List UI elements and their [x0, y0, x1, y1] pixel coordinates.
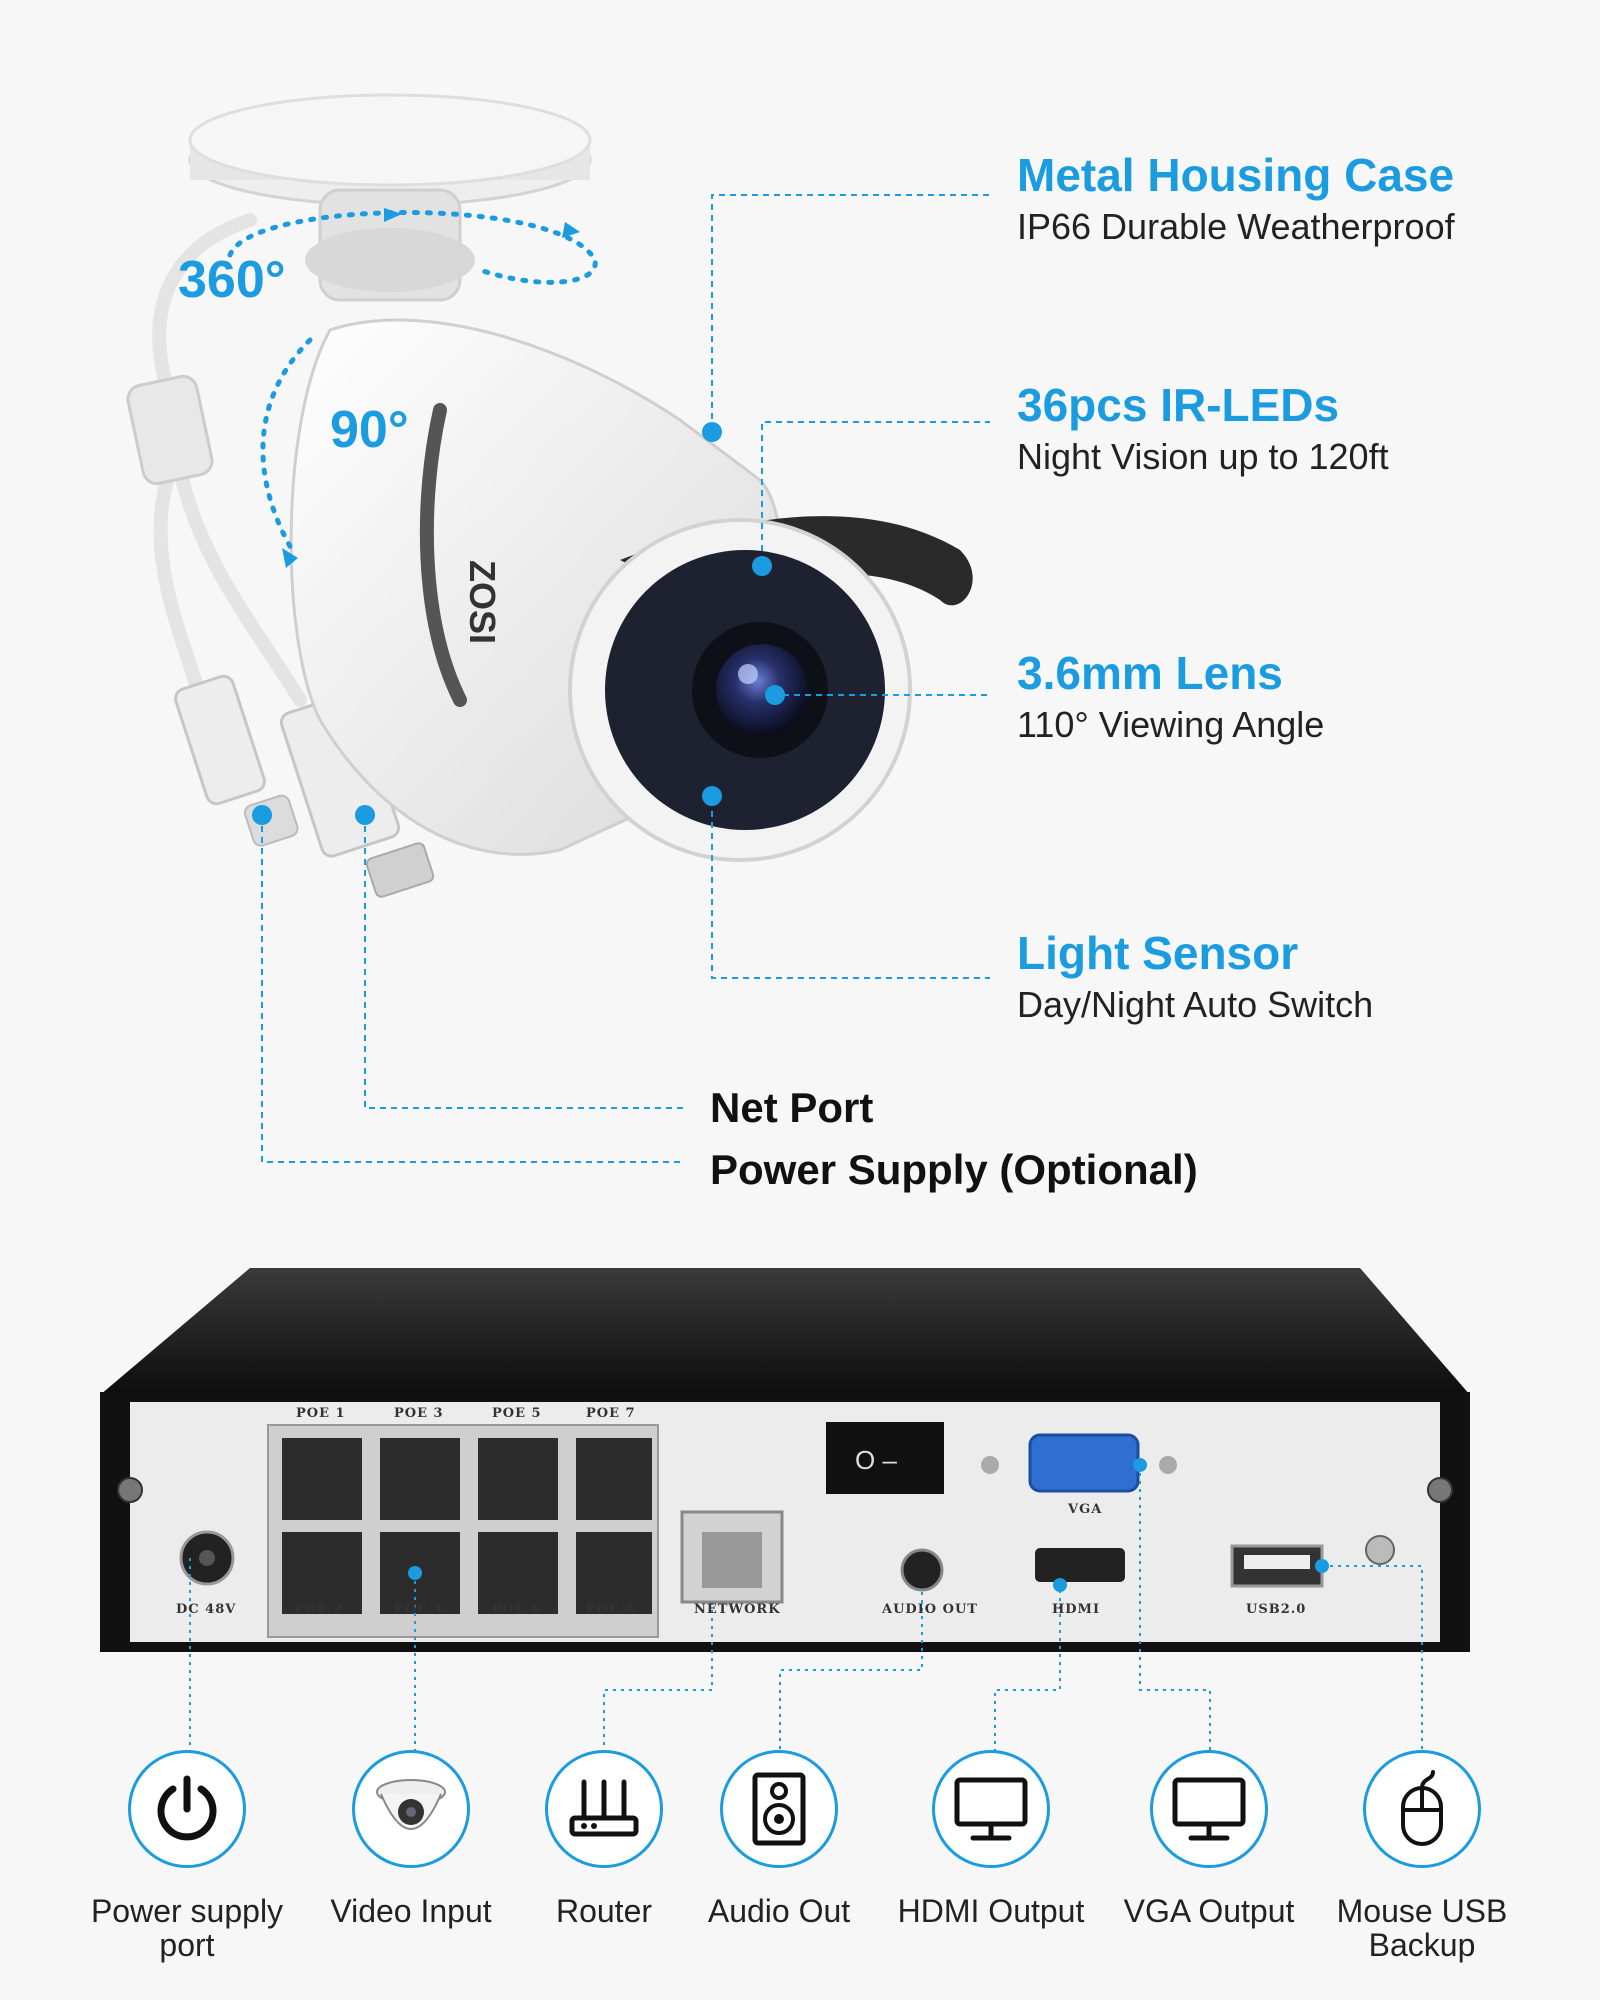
vga-output-label: VGA Output	[1123, 1893, 1295, 1929]
poe4-label: POE 4	[394, 1602, 444, 1617]
svg-text:O –: O –	[855, 1445, 897, 1475]
pan-angle-label: 360°	[178, 251, 286, 309]
monitor-icon	[932, 1750, 1050, 1868]
poe7-label: POE 7	[586, 1406, 636, 1421]
router-icon	[545, 1750, 663, 1868]
net-port-label: Net Port	[710, 1084, 874, 1131]
feature-title-housing: Metal Housing Case	[1017, 149, 1455, 201]
usb-label: USB2.0	[1246, 1602, 1307, 1617]
feature-subtitle-irleds: Night Vision up to 120ft	[1017, 436, 1389, 477]
speaker-icon	[720, 1750, 838, 1868]
feature-title-irleds: 36pcs IR-LEDs	[1017, 379, 1340, 431]
tilt-angle-label: 90°	[330, 401, 409, 459]
power-supply-label: Power Supply (Optional)	[710, 1146, 1198, 1193]
nvr-illustration: O –	[100, 1268, 1470, 1760]
power-icon	[128, 1750, 246, 1868]
dc-label: DC 48V	[176, 1602, 237, 1617]
feature-subtitle-housing: IP66 Durable Weatherproof	[1017, 206, 1455, 247]
brand-logo: ZOSI	[462, 560, 503, 644]
feature-title-sensor: Light Sensor	[1017, 927, 1299, 979]
poe6-label: POE 6	[492, 1602, 542, 1617]
poe5-label: POE 5	[492, 1406, 542, 1421]
hdmi-output-label: HDMI Output	[897, 1893, 1085, 1929]
audio-out-connection-label: Audio Out	[707, 1893, 851, 1929]
feature-subtitle-sensor: Day/Night Auto Switch	[1017, 984, 1374, 1025]
video-input-label: Video Input	[330, 1893, 492, 1929]
camera-illustration: ZOSI	[126, 93, 990, 1163]
power-connector	[174, 674, 299, 847]
mouse-icon	[1363, 1750, 1481, 1868]
poe1-label: POE 1	[296, 1406, 346, 1421]
audio-out-label: AUDIO OUT	[882, 1602, 978, 1617]
poe2-label: POE 2	[294, 1602, 344, 1617]
feature-title-lens: 3.6mm Lens	[1017, 647, 1283, 699]
poe8-label: POE 8	[586, 1602, 636, 1617]
camera-cables	[152, 213, 307, 707]
vga-label: VGA	[1068, 1502, 1103, 1517]
hdmi-label: HDMI	[1052, 1602, 1101, 1617]
feature-subtitle-lens: 110° Viewing Angle	[1017, 704, 1325, 745]
monitor-icon	[1150, 1750, 1268, 1868]
router-label: Router	[555, 1893, 653, 1929]
poe3-label: POE 3	[394, 1406, 444, 1421]
dome-camera-icon	[352, 1750, 470, 1868]
network-label: NETWORK	[694, 1602, 781, 1617]
camera-body: ZOSI	[289, 318, 973, 862]
